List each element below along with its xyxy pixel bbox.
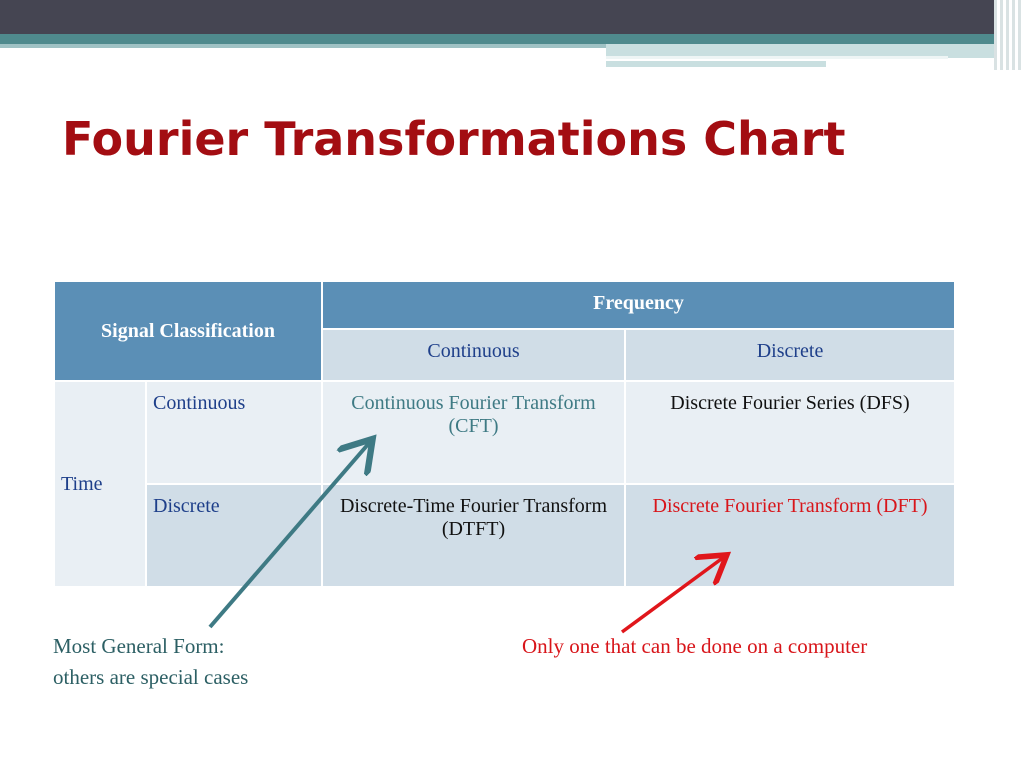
cell-dft: Discrete Fourier Transform (DFT) — [623, 483, 957, 588]
corner-label: Signal Classification — [101, 319, 275, 342]
note-computer: Only one that can be done on a computer — [522, 634, 868, 658]
time-row-continuous: Continuous — [145, 380, 323, 485]
frequency-header: Frequency — [320, 280, 957, 330]
top-banner-dark — [0, 0, 1024, 34]
fourier-table: Signal Classification Frequency Continuo… — [53, 280, 957, 588]
note-general-form: Most General Form: others are special ca… — [53, 631, 373, 693]
freq-col-continuous: Continuous — [321, 328, 626, 382]
cell-dtft: Discrete-Time Fourier Transform (DTFT) — [321, 483, 626, 588]
cell-dfs: Discrete Fourier Series (DFS) — [623, 380, 957, 485]
top-banner-light — [606, 44, 1002, 58]
corner-header: Signal Classification — [53, 280, 323, 382]
time-row-discrete: Discrete — [145, 483, 323, 588]
freq-col-discrete: Discrete — [623, 328, 957, 382]
slide-title: Fourier Transformations Chart — [62, 112, 846, 166]
corner-stripes — [994, 0, 1024, 70]
note-general-form-line1: Most General Form: — [53, 634, 225, 658]
time-label: Time — [53, 380, 147, 588]
top-banner-teal — [0, 34, 1024, 44]
top-banner-highlight — [606, 56, 948, 59]
top-banner-thin — [0, 44, 610, 48]
top-banner-light-small — [606, 61, 826, 67]
cell-cft: Continuous Fourier Transform (CFT) — [321, 380, 626, 485]
note-general-form-line2: others are special cases — [53, 665, 249, 689]
